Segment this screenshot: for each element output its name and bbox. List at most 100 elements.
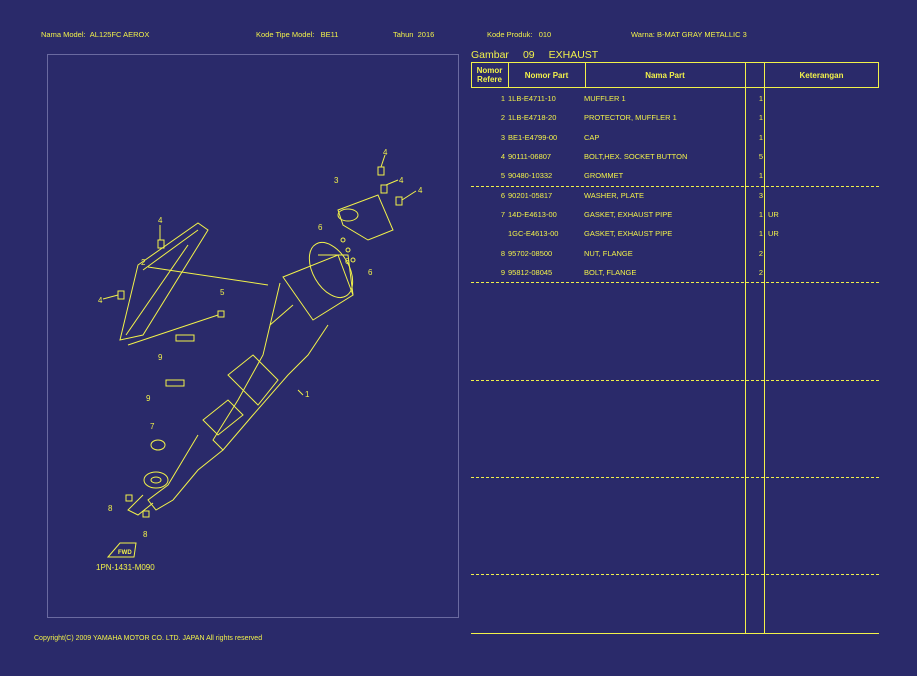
header-part-name: Nama Part (645, 70, 685, 80)
section-label: Gambar (471, 49, 509, 61)
color-label: Warna: (631, 30, 655, 39)
header-ref: Nomor Refere (471, 63, 508, 87)
callout-label: 4 (98, 296, 103, 305)
quantity-cell: 2 (758, 268, 763, 277)
fwd-label: FWD (118, 550, 132, 556)
callout-label: 4 (383, 148, 388, 157)
callout-labels: 1 2 3 4 4 4 4 4 5 6 6 6 7 8 8 9 9 (98, 148, 423, 539)
column-divider (508, 62, 509, 88)
header-qty (745, 63, 764, 87)
model-name-field: Nama Model: AL125FC AEROX (41, 30, 149, 39)
callout-label: 7 (150, 422, 155, 431)
callout-label: 6 (318, 223, 323, 232)
model-name-value: AL125FC AEROX (89, 30, 150, 39)
section-title: Gambar 09 EXHAUST (471, 49, 612, 61)
part-name-cell: BOLT, FLANGE (584, 268, 637, 277)
ref-cell: 7 (500, 210, 505, 219)
model-type-field: Kode Tipe Model: BE11 (256, 30, 338, 39)
part-name-cell: BOLT,HEX. SOCKET BUTTON (584, 152, 688, 161)
part-name-cell: GASKET, EXHAUST PIPE (584, 229, 673, 238)
part-name-cell: NUT, FLANGE (584, 249, 633, 258)
column-divider (471, 62, 472, 88)
column-divider (764, 62, 765, 634)
copyright-text: Copyright(C) 2009 YAMAHA MOTOR CO. LTD. … (34, 635, 263, 642)
part-number-cell: 14D-E4613-00 (508, 210, 557, 219)
ref-cell: 2 (500, 113, 505, 122)
column-divider (878, 62, 879, 88)
diagram-code: 1PN-1431-M090 (96, 563, 155, 572)
ref-cell: 4 (500, 152, 505, 161)
part-name-cell: CAP (584, 133, 600, 142)
callout-label: 4 (158, 216, 163, 225)
callout-label: 4 (399, 176, 404, 185)
callout-label: 6 (345, 257, 350, 266)
callout-label: 2 (141, 258, 146, 267)
muffler-drawing (127, 242, 354, 516)
quantity-cell: 1 (758, 229, 763, 238)
part-number-cell: BE1-E4799-00 (508, 133, 558, 142)
header-ref-line1: Nomor (476, 66, 503, 75)
table-bottom-border (471, 633, 879, 634)
column-divider (745, 62, 746, 634)
part-number-cell: 1LB-E4718-20 (508, 113, 557, 122)
row-group-divider (471, 574, 879, 575)
table-header: Nomor Refere Nomor Part Nama Part Ketera… (471, 62, 879, 88)
ref-cell: 6 (500, 191, 505, 200)
color-field: Warna: B-MAT GRAY METALLIC 3 (631, 30, 747, 39)
fwd-arrow-icon: FWD (106, 542, 137, 558)
part-name-cell: GASKET, EXHAUST PIPE (584, 210, 673, 219)
leader-lines (102, 154, 417, 396)
part-name-cell: PROTECTOR, MUFFLER 1 (584, 113, 677, 122)
part-number-cell: 90201-05817 (508, 191, 553, 200)
quantity-cell: 1 (758, 94, 763, 103)
callout-label: 6 (368, 268, 373, 277)
section-number: 09 (522, 49, 535, 61)
part-number-cell: 90480-10332 (508, 171, 553, 180)
quantity-cell: 2 (758, 249, 763, 258)
product-code-label: Kode Produk: (487, 30, 533, 39)
ref-cell: 1 (500, 94, 505, 103)
part-number-cell: 1GC-E4613-00 (508, 229, 559, 238)
callout-label: 8 (143, 530, 148, 539)
callout-label: 3 (334, 176, 339, 185)
callout-label: 4 (418, 186, 423, 195)
quantity-cell: 1 (758, 171, 763, 180)
row-group-divider (471, 380, 879, 381)
model-name-label: Nama Model: (41, 30, 86, 39)
cap-drawing (337, 194, 394, 241)
header-remarks: Keterangan (799, 70, 844, 80)
callout-label: 5 (220, 288, 225, 297)
row-group-divider (471, 477, 879, 478)
part-name-cell: GROMMET (584, 171, 624, 180)
color-value: B-MAT GRAY METALLIC 3 (657, 30, 747, 39)
table-row: 1GC-E4613-00 GASKET, EXHAUST PIPE 1 UR (471, 224, 879, 243)
exhaust-diagram-drawing: 1 2 3 4 4 4 4 4 5 6 6 6 7 8 8 9 9 FWD (98, 148, 423, 558)
quantity-cell: 1 (758, 113, 763, 122)
fasteners-drawing (117, 166, 403, 518)
quantity-cell: 1 (758, 210, 763, 219)
remarks-cell: UR (768, 229, 779, 238)
part-name-cell: MUFFLER 1 (584, 94, 626, 103)
protector-drawing (119, 222, 209, 341)
callout-label: 9 (158, 353, 163, 362)
year-label: Tahun (393, 30, 414, 39)
quantity-cell: 1 (758, 133, 763, 142)
header-ref-line2: Refere (477, 75, 502, 84)
ref-cell: 8 (500, 249, 505, 258)
model-type-label: Kode Tipe Model: (256, 30, 315, 39)
part-number-cell: 95812-08045 (508, 268, 553, 277)
part-name-cell: WASHER, PLATE (584, 191, 645, 200)
remarks-cell: UR (768, 210, 779, 219)
parts-table: Nomor Refere Nomor Part Nama Part Ketera… (471, 62, 879, 634)
quantity-cell: 5 (758, 152, 763, 161)
column-divider (585, 62, 586, 88)
section-name: EXHAUST (548, 49, 599, 61)
